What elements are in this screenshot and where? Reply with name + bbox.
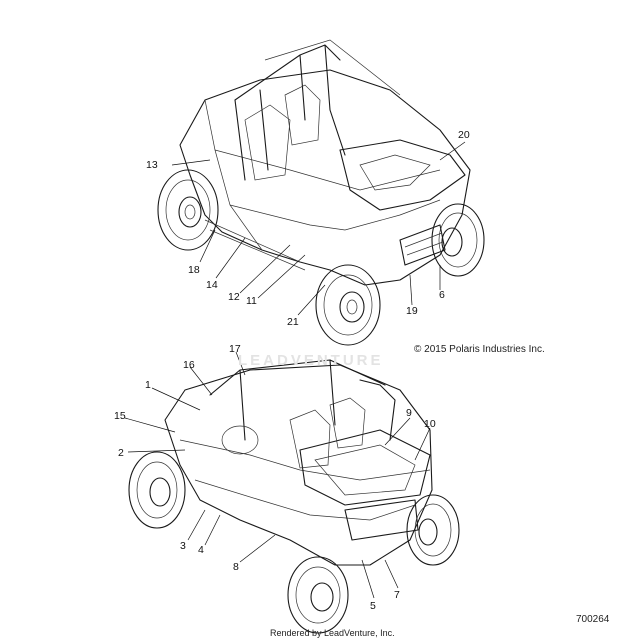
callout-15: 15: [114, 410, 126, 422]
wheel-front-left: [315, 264, 381, 346]
callout-4: 4: [198, 544, 204, 556]
watermark: LEADVENTURE: [238, 352, 384, 369]
part-number: 700264: [576, 614, 610, 625]
callout-10: 10: [424, 418, 436, 430]
callout-18: 18: [188, 264, 200, 276]
callout-1: 1: [145, 379, 151, 391]
callout-6: 6: [439, 289, 445, 301]
vehicle-rear-view: [128, 359, 460, 634]
wheel-rear-left-2: [128, 451, 186, 529]
wheel-front-left-2: [287, 556, 349, 634]
callout-11: 11: [246, 295, 257, 307]
callout-16: 16: [183, 359, 195, 371]
callout-12: 12: [228, 291, 240, 303]
callout-5: 5: [370, 600, 376, 612]
vehicle-front-view: [157, 39, 485, 346]
callout-3: 3: [180, 540, 186, 552]
callout-2: 2: [118, 447, 124, 459]
callout-20: 20: [458, 129, 470, 141]
callout-numbers: 20 13 18 14 12 11 21 19 6 17 16 1 15 2 9…: [114, 129, 470, 612]
callout-19: 19: [406, 305, 418, 317]
rendered-by: Rendered by LeadVenture, Inc.: [270, 628, 395, 638]
callout-8: 8: [233, 561, 239, 573]
callout-17: 17: [229, 343, 241, 355]
callout-13: 13: [146, 159, 158, 171]
callout-14: 14: [206, 279, 218, 291]
callout-7: 7: [394, 589, 400, 601]
copyright-notice: © 2015 Polaris Industries Inc.: [414, 344, 545, 355]
callout-9: 9: [406, 407, 412, 419]
wheel-rear-left: [157, 169, 219, 251]
callout-21: 21: [287, 316, 299, 328]
leader-lines: [124, 141, 466, 599]
